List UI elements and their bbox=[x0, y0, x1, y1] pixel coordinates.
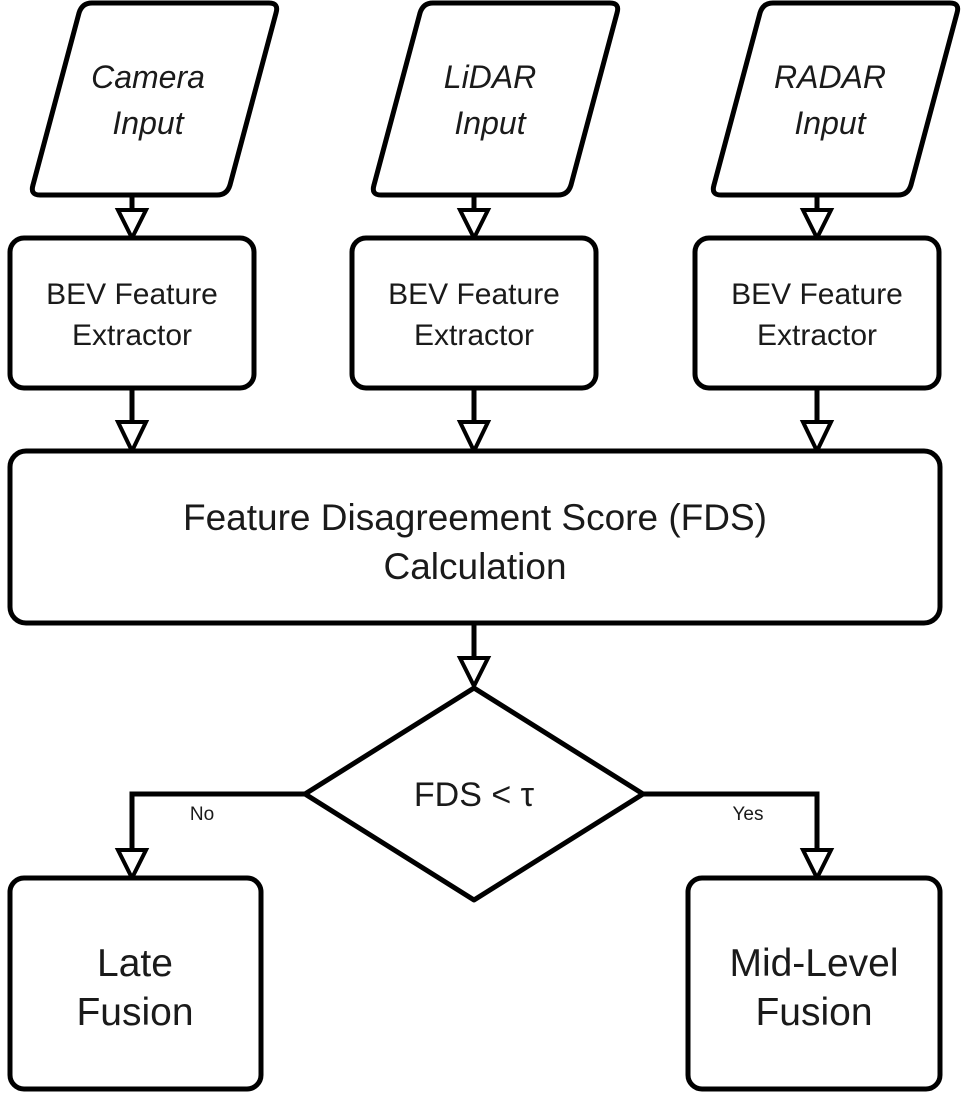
camera-input-node[interactable]: Camera Input bbox=[29, 0, 280, 198]
radar-input-label-line2: Input bbox=[794, 105, 866, 141]
arrowhead-late-fusion bbox=[114, 848, 150, 883]
radar-extractor-label-line1: BEV Feature bbox=[731, 278, 903, 311]
late-fusion-label-line1: Late bbox=[97, 942, 173, 985]
connector-no-branch bbox=[129, 791, 305, 852]
arrowhead-camera-extractor bbox=[114, 208, 150, 243]
fds-calculation-node[interactable]: Feature Disagreement Score (FDS) Calcula… bbox=[7, 448, 943, 626]
mid-level-fusion-node[interactable]: Mid-Level Fusion bbox=[685, 875, 943, 1092]
decision-label: FDS < τ bbox=[414, 776, 535, 814]
mid-level-fusion-label-line1: Mid-Level bbox=[729, 942, 898, 985]
radar-extractor-label-line2: Extractor bbox=[757, 319, 877, 352]
lidar-input-label-line1: LiDAR bbox=[444, 59, 536, 95]
arrowhead-mid-level-fusion bbox=[799, 848, 835, 883]
arrowhead-lidar-extractor bbox=[456, 208, 492, 243]
connector-yes-branch bbox=[643, 791, 820, 852]
camera-extractor-label-line2: Extractor bbox=[72, 319, 192, 352]
camera-input-label-line1: Camera bbox=[91, 59, 205, 95]
lidar-input-label-line2: Input bbox=[454, 105, 526, 141]
lidar-extractor-label-line2: Extractor bbox=[414, 319, 534, 352]
arrowhead-radar-fds bbox=[799, 420, 835, 456]
yes-branch-label: Yes bbox=[733, 804, 764, 825]
camera-extractor-node[interactable]: BEV Feature Extractor bbox=[7, 235, 257, 391]
lidar-extractor-node[interactable]: BEV Feature Extractor bbox=[349, 235, 599, 391]
arrowhead-radar-extractor bbox=[799, 208, 835, 243]
no-branch-label: No bbox=[190, 804, 214, 825]
late-fusion-label-line2: Fusion bbox=[76, 991, 193, 1034]
camera-input-label-line2: Input bbox=[112, 105, 184, 141]
threshold-decision-node[interactable]: FDS < τ bbox=[302, 685, 646, 903]
mid-level-fusion-label-line2: Fusion bbox=[755, 991, 872, 1034]
radar-input-node[interactable]: RADAR Input bbox=[710, 0, 961, 198]
late-fusion-node[interactable]: Late Fusion bbox=[7, 875, 264, 1092]
arrowhead-camera-fds bbox=[114, 420, 150, 456]
arrowhead-lidar-fds bbox=[456, 420, 492, 456]
radar-input-label-line1: RADAR bbox=[774, 59, 886, 95]
lidar-extractor-label-line1: BEV Feature bbox=[388, 278, 560, 311]
camera-extractor-label-line1: BEV Feature bbox=[46, 278, 218, 311]
radar-extractor-node[interactable]: BEV Feature Extractor bbox=[692, 235, 942, 391]
arrowhead-decision bbox=[456, 656, 492, 691]
lidar-input-node[interactable]: LiDAR Input bbox=[370, 0, 621, 198]
fds-calculation-label-line1: Feature Disagreement Score (FDS) bbox=[183, 497, 767, 538]
fds-calculation-label-line2: Calculation bbox=[383, 546, 566, 587]
